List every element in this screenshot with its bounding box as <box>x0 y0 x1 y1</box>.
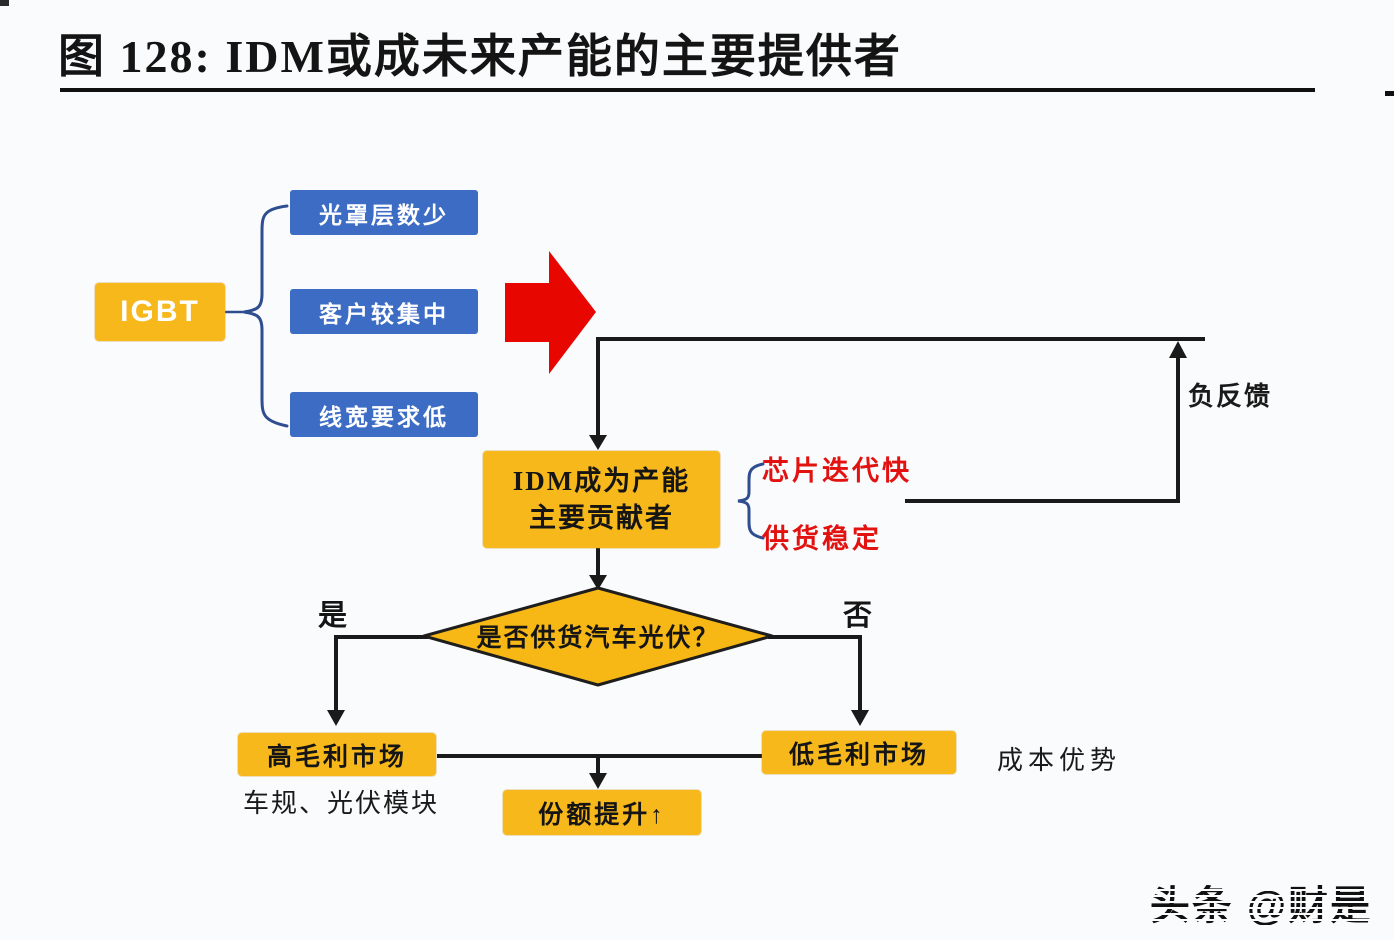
arrowhead-feedback-up <box>1169 341 1187 358</box>
reason-box-customers: 客户较集中 <box>290 289 478 334</box>
yes-branch-line <box>334 635 428 712</box>
arrowhead-into-low <box>851 710 869 726</box>
high-margin-note: 车规、光伏模块 <box>243 789 440 818</box>
low-margin-market-box: 低毛利市场 <box>762 731 956 774</box>
reason-box-mask-layers: 光罩层数少 <box>290 190 478 235</box>
low-margin-note: 成本优势 <box>997 746 1122 775</box>
left-brace <box>224 204 289 428</box>
idm-main-box: IDM成为产能 主要贡献者 <box>483 451 720 548</box>
high-margin-market-box: 高毛利市场 <box>238 733 436 776</box>
title-underline <box>60 88 1315 92</box>
red-block-arrow-icon <box>505 251 596 374</box>
advantage-stable-supply: 供货稳定 <box>762 524 882 554</box>
arrowhead-into-idm <box>589 435 607 450</box>
negative-feedback-label: 负反馈 <box>1188 382 1273 411</box>
no-label: 否 <box>843 600 873 632</box>
watermark: 头条 @财是 <box>1150 873 1372 931</box>
arrowhead-into-diamond <box>589 575 607 590</box>
arrowhead-into-share <box>589 773 607 789</box>
advantage-chip-iteration: 芯片迭代快 <box>762 456 912 486</box>
no-branch-line <box>768 635 862 712</box>
figure-title: 图 128: IDM或成未来产能的主要提供者 <box>58 31 902 82</box>
arrowhead-into-high <box>327 710 345 726</box>
idm-main-box-line2: 主要贡献者 <box>529 502 674 533</box>
decision-label: 是否供货汽车光伏？ <box>476 625 720 652</box>
advantages-brace <box>737 462 765 540</box>
igbt-box: IGBT <box>95 283 225 341</box>
idm-main-box-line1: IDM成为产能 <box>512 466 691 497</box>
yes-label: 是 <box>318 600 348 632</box>
edge-rule-fragment <box>1385 91 1394 96</box>
share-increase-box: 份额提升↑ <box>503 790 701 835</box>
corner-artifact <box>0 0 9 6</box>
reason-box-linewidth: 线宽要求低 <box>290 392 478 437</box>
